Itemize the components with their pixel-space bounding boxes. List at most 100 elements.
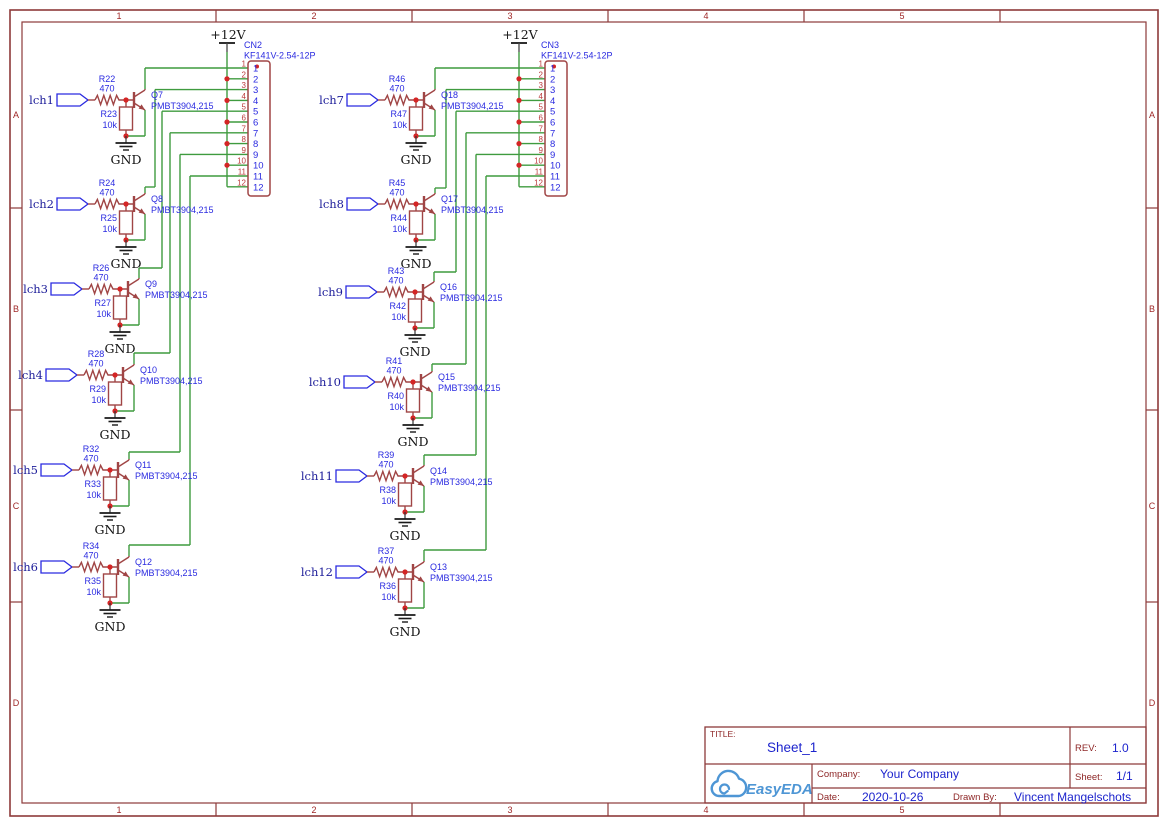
pin-number: 8 <box>539 135 544 144</box>
transistor-emitter-arrow-icon <box>138 104 145 110</box>
transistor-npn[interactable] <box>421 281 435 303</box>
net-flag[interactable] <box>56 93 90 107</box>
gnd-symbol[interactable]: GND <box>400 328 431 359</box>
resistor-pulldown[interactable] <box>118 210 134 235</box>
resistor-pulldown[interactable] <box>397 578 413 603</box>
date-value: 2020-10-26 <box>862 790 924 804</box>
resistor-base[interactable] <box>373 565 413 579</box>
transistor-npn[interactable] <box>116 556 130 578</box>
net-flag[interactable] <box>345 285 379 299</box>
transistor-part: PMBT3904,215 <box>135 568 198 578</box>
gnd-symbol[interactable]: GND <box>95 506 126 537</box>
net-flag[interactable] <box>346 93 380 107</box>
net-flag[interactable] <box>45 368 79 382</box>
frame-column-label: 3 <box>507 805 512 815</box>
gnd-symbol[interactable]: GND <box>95 603 126 634</box>
resistor-value: 470 <box>389 188 404 198</box>
gnd-symbol[interactable]: GND <box>105 325 136 356</box>
transistor-npn[interactable] <box>419 371 433 393</box>
resistor-pulldown[interactable] <box>407 298 423 323</box>
resistor-ref: R43 <box>388 266 405 276</box>
gnd-symbol[interactable]: GND <box>111 136 142 167</box>
net-flag[interactable] <box>40 560 74 574</box>
resistor-pulldown[interactable] <box>408 210 424 235</box>
resistor-pulldown[interactable] <box>397 482 413 507</box>
resistor-base[interactable] <box>381 375 421 389</box>
pin-name: 10 <box>253 161 264 172</box>
resistor-value: 10k <box>389 402 404 412</box>
gnd-net-label: GND <box>400 344 431 359</box>
resistor-base[interactable] <box>94 93 134 107</box>
resistor-base[interactable] <box>384 197 424 211</box>
resistor-base[interactable] <box>88 282 128 296</box>
gnd-symbol[interactable]: GND <box>401 136 432 167</box>
sheet-label: Sheet: <box>1075 772 1102 783</box>
junction-dot <box>224 162 230 168</box>
sheet-title: Sheet_1 <box>767 740 817 755</box>
frame-row-label: B <box>13 304 19 314</box>
gnd-symbol[interactable]: GND <box>390 608 421 639</box>
transistor-npn[interactable] <box>411 465 425 487</box>
resistor-value: 470 <box>389 84 404 94</box>
transistor-npn[interactable] <box>422 89 436 111</box>
gnd-symbol[interactable]: GND <box>111 240 142 271</box>
junction-dot <box>516 119 522 125</box>
junction-dot <box>107 467 113 473</box>
pin-number: 2 <box>242 70 247 79</box>
resistor-pulldown[interactable] <box>405 388 421 413</box>
resistor-value: 470 <box>83 454 98 464</box>
transistor-collector <box>412 465 425 474</box>
transistor-npn[interactable] <box>126 278 140 300</box>
resistor-pulldown[interactable] <box>102 476 118 501</box>
resistor-base[interactable] <box>384 93 424 107</box>
gnd-symbol[interactable]: GND <box>100 411 131 442</box>
resistor-base[interactable] <box>83 368 123 382</box>
transistor-part: PMBT3904,215 <box>151 205 214 215</box>
connector-ref: CN3 <box>541 40 559 50</box>
resistor-pulldown[interactable] <box>408 106 424 131</box>
net-flag[interactable] <box>56 197 90 211</box>
resistor-ref: R36 <box>379 581 396 591</box>
resistor-pulldown[interactable] <box>118 106 134 131</box>
resistor-base[interactable] <box>383 285 423 299</box>
transistor-ref: Q16 <box>440 282 457 292</box>
transistor-emitter-arrow-icon <box>425 386 432 392</box>
transistor-collector <box>117 556 130 565</box>
transistor-npn[interactable] <box>132 193 146 215</box>
resistor-pulldown[interactable] <box>107 381 123 406</box>
resistor-base[interactable] <box>78 560 118 574</box>
resistor-base[interactable] <box>373 469 413 483</box>
gnd-symbol[interactable]: GND <box>398 418 429 449</box>
pin-name: 7 <box>253 128 258 139</box>
resistor-pulldown[interactable] <box>112 295 128 320</box>
transistor-npn[interactable] <box>121 364 135 386</box>
frame-row-label: D <box>1149 698 1156 708</box>
net-flag[interactable] <box>335 469 369 483</box>
frame-column-label: 3 <box>507 11 512 21</box>
resistor-base[interactable] <box>94 197 134 211</box>
transistor-npn[interactable] <box>132 89 146 111</box>
connector-body[interactable] <box>544 60 568 197</box>
net-flag[interactable] <box>346 197 380 211</box>
resistor-base[interactable] <box>78 463 118 477</box>
pin-number: 12 <box>237 178 246 187</box>
transistor-npn[interactable] <box>422 193 436 215</box>
pin-number: 5 <box>539 103 544 112</box>
net-flag[interactable] <box>40 463 74 477</box>
transistor-npn[interactable] <box>411 561 425 583</box>
resistor-value: 10k <box>96 309 111 319</box>
transistor-emitter-arrow-icon <box>122 474 129 480</box>
connector-body[interactable] <box>247 60 271 197</box>
resistor-pulldown[interactable] <box>102 573 118 598</box>
net-flag[interactable] <box>343 375 377 389</box>
gnd-symbol[interactable]: GND <box>390 512 421 543</box>
frame-row-label: D <box>13 698 20 708</box>
gnd-symbol[interactable]: GND <box>401 240 432 271</box>
net-flag[interactable] <box>50 282 84 296</box>
resistor-ref: R44 <box>390 213 407 223</box>
transistor-npn[interactable] <box>116 459 130 481</box>
net-flag[interactable] <box>335 565 369 579</box>
